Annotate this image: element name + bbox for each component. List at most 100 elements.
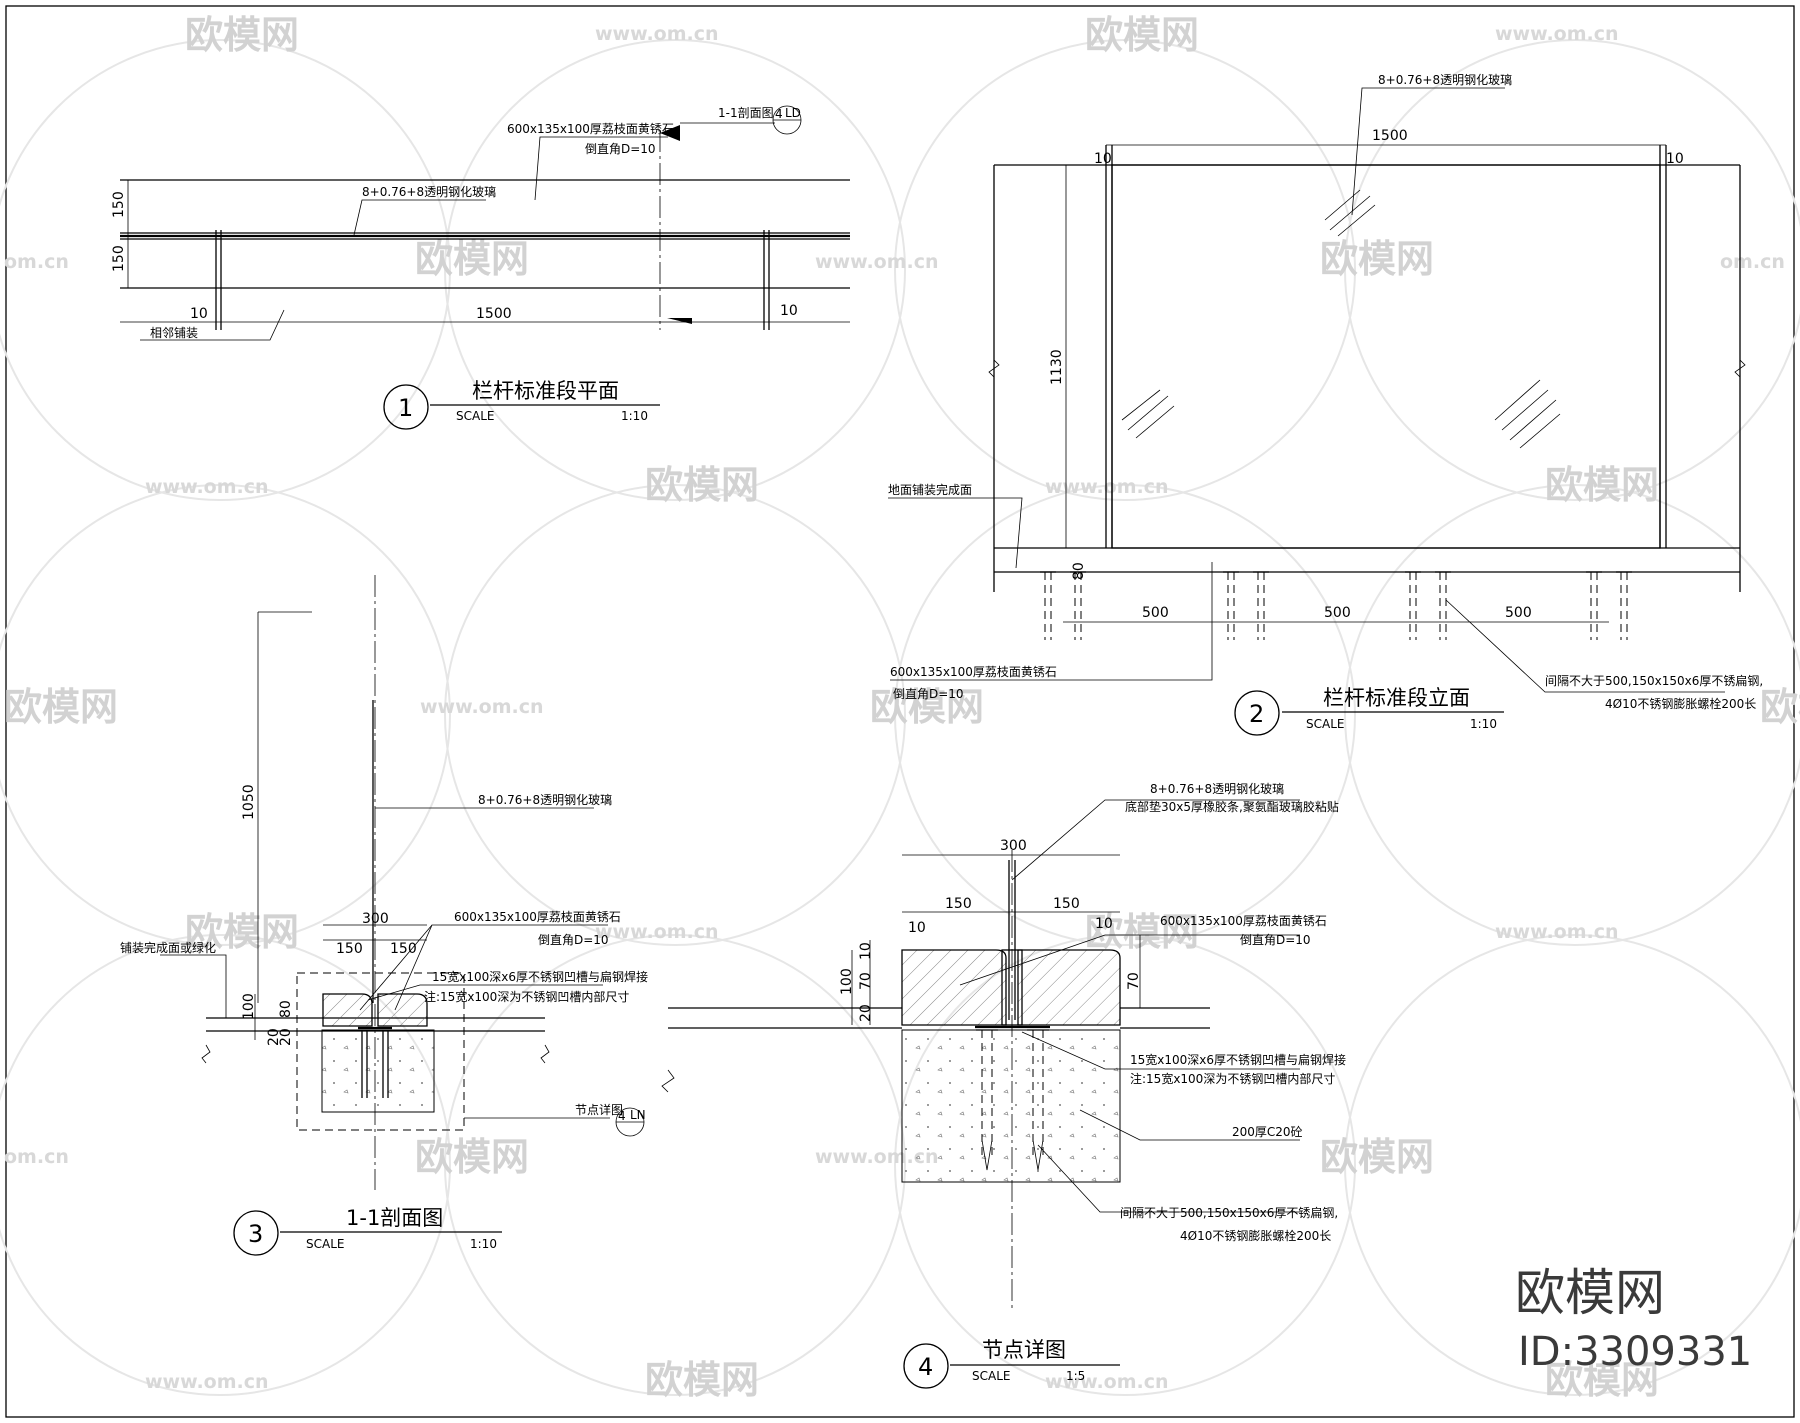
leader-line xyxy=(1021,1031,1300,1070)
stone-note: 600x135x100厚荔枝面黄锈石 xyxy=(890,664,1057,679)
chamfer-note: 倒直角D=10 xyxy=(538,933,609,947)
watermark-url: om.cn xyxy=(4,251,69,273)
leader-line xyxy=(353,199,486,236)
scale-value: 1:10 xyxy=(621,409,648,423)
stone-block xyxy=(322,993,373,1027)
watermark-brand: 欧模网 xyxy=(185,13,299,57)
dim-text: 1500 xyxy=(1372,128,1408,144)
dim-text: 10 xyxy=(1094,151,1112,167)
detail-ref-sheet: 4 xyxy=(618,1109,626,1123)
watermark-url: www.om.cn xyxy=(1495,921,1619,943)
anchor-bolt xyxy=(976,1029,1049,1171)
leader-line xyxy=(1351,87,1505,216)
dim-text: 80 xyxy=(278,1000,294,1018)
stone-block xyxy=(901,949,1007,1026)
dim-text: 500 xyxy=(1505,605,1532,621)
stone-note: 600x135x100厚荔枝面黄锈石 xyxy=(454,909,621,924)
leader-line xyxy=(1011,799,1300,881)
watermark-brand: 欧模网 xyxy=(415,1135,529,1179)
dim-text: 70 xyxy=(858,972,874,990)
break-mark xyxy=(661,1069,675,1093)
section-arrow xyxy=(667,318,692,324)
glass-note: 8+0.76+8透明钢化玻璃 xyxy=(362,185,496,199)
channel-note: 15宽x100深x6厚不锈钢凹槽与扁钢焊接 xyxy=(1130,1052,1346,1067)
view-number: 1 xyxy=(398,394,413,422)
glass-note-2: 底部垫30x5厚橡胶条,聚氨酯玻璃胶粘贴 xyxy=(1125,799,1339,814)
watermark-brand: 欧模网 xyxy=(185,910,299,954)
dim-text: 10 xyxy=(1666,151,1684,167)
scale-label: SCALE xyxy=(306,1237,344,1251)
watermark-row-2: om.cn 欧模网 www.om.cn 欧模网 om.cn xyxy=(4,237,1785,281)
leader-line xyxy=(160,954,227,1018)
scale-label: SCALE xyxy=(1306,717,1344,731)
watermark-brand: 欧模网 xyxy=(1085,910,1199,954)
anchor-bolt xyxy=(1405,571,1451,640)
section-arrow xyxy=(660,125,680,141)
steel-note: 间隔不大于500,150x150x6厚不锈扁钢, xyxy=(1120,1206,1338,1220)
scale-label: SCALE xyxy=(456,409,494,423)
glass-note: 8+0.76+8透明钢化玻璃 xyxy=(478,793,612,807)
stone-note: 600x135x100厚荔枝面黄锈石 xyxy=(507,121,674,136)
watermark-brand: 欧模网 xyxy=(645,463,759,507)
dim-text: 100 xyxy=(839,968,855,995)
stone-note: 600x135x100厚荔枝面黄锈石 xyxy=(1160,913,1327,928)
watermark-brand: 欧模网 xyxy=(4,685,118,729)
section-ref-sheet: 4 xyxy=(775,107,783,121)
chamfer-note: 倒直角D=10 xyxy=(893,687,964,701)
leader-line xyxy=(1037,1144,1300,1213)
dim-text: 10 xyxy=(1095,916,1113,932)
dim-text: 150 xyxy=(1053,896,1080,912)
dim-text: 20 xyxy=(278,1028,294,1046)
watermark-url: www.om.cn xyxy=(420,696,544,718)
watermark-row-5: 欧模网 www.om.cn 欧模网 www.om.cn xyxy=(185,910,1619,954)
view-title: 栏杆标准段平面 xyxy=(472,379,619,403)
dim-text: 20 xyxy=(858,1004,874,1022)
bolt-note: 4Ø10不锈钢膨胀螺栓200长 xyxy=(1180,1228,1331,1243)
watermark-url: www.om.cn xyxy=(145,1371,269,1393)
anchor-bolt xyxy=(1040,571,1086,640)
anchor-bolts xyxy=(1040,571,1632,640)
view-number: 4 xyxy=(918,1353,933,1381)
dim-text: 80 xyxy=(1071,562,1087,580)
concrete-footing xyxy=(901,1029,1121,1183)
watermark-url: om.cn xyxy=(1720,251,1785,273)
detail-callout-box xyxy=(296,972,465,1131)
watermark-url: www.om.cn xyxy=(145,476,269,498)
scale-value: 1:10 xyxy=(1470,717,1497,731)
view-title: 1-1剖面图 xyxy=(346,1206,443,1230)
watermark-brand: 欧模网 xyxy=(415,237,529,281)
watermark-row-1: 欧模网 www.om.cn 欧模网 www.om.cn xyxy=(185,13,1619,57)
anchor-bolt xyxy=(1586,571,1632,640)
view-number-bubble xyxy=(1234,690,1280,736)
section-ref-code: LD xyxy=(785,106,801,120)
break-mark xyxy=(1734,359,1746,378)
brand-id-text: ID:3309331 xyxy=(1518,1329,1752,1375)
dim-text: 100 xyxy=(241,993,257,1020)
dim-text: 1050 xyxy=(241,784,257,820)
watermark-url: www.om.cn xyxy=(595,921,719,943)
view-number-bubble xyxy=(233,1210,279,1256)
leader-line xyxy=(1445,599,1725,693)
watermark-url: www.om.cn xyxy=(1045,1371,1169,1393)
view-title: 栏杆标准段立面 xyxy=(1323,686,1470,710)
view-1-plan: 150 150 10 1500 10 8+0.76+8透明钢化玻璃 600x13… xyxy=(111,105,850,430)
view-number-bubble xyxy=(383,384,429,430)
watermark-url: om.cn xyxy=(4,1146,69,1168)
dim-text: 10 xyxy=(780,303,798,319)
glass-note: 8+0.76+8透明钢化玻璃 xyxy=(1378,73,1512,87)
watermark-brand: 欧模网 xyxy=(870,685,984,729)
view-4-detail: 300 150 150 10 10 100 70 20 10 70 8+0.76… xyxy=(661,782,1346,1389)
section-ref-text: 1-1剖面图 xyxy=(718,106,774,120)
glass-reflection xyxy=(1121,189,1561,449)
break-mark xyxy=(540,1044,550,1064)
scale-value: 1:5 xyxy=(1066,1369,1085,1383)
stone-block xyxy=(1017,949,1121,1026)
view-number: 2 xyxy=(1249,700,1264,728)
paving-note: 铺装完成面或绿化 xyxy=(120,940,216,955)
channel-note: 15宽x100深x6厚不锈钢凹槽与扁钢焊接 xyxy=(432,969,648,984)
watermark-url: www.om.cn xyxy=(1045,476,1169,498)
dim-text: 20 xyxy=(266,1028,282,1046)
paving-note: 相邻铺装 xyxy=(150,326,198,340)
sheet-border xyxy=(5,5,1795,1418)
